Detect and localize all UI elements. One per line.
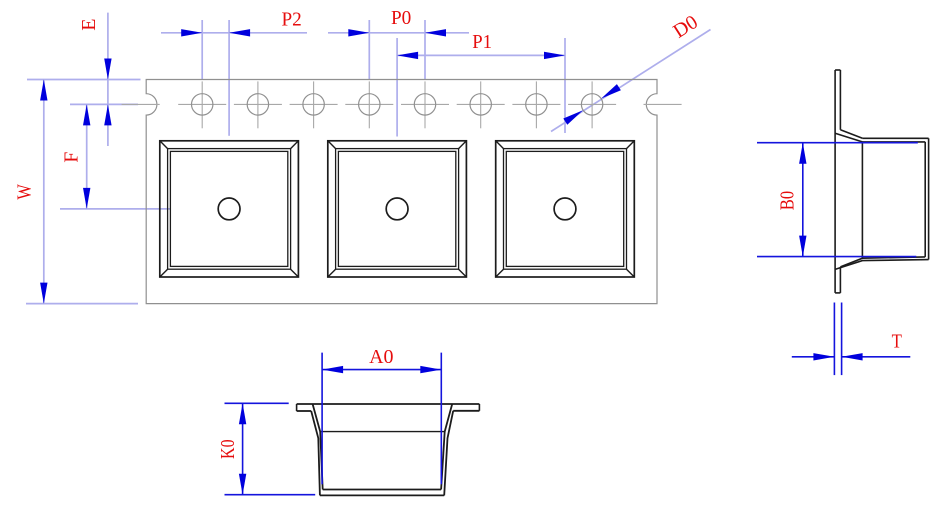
svg-text:P2: P2 <box>281 8 301 30</box>
svg-text:P0: P0 <box>391 7 411 29</box>
svg-text:E: E <box>78 18 100 30</box>
svg-text:B0: B0 <box>777 191 799 210</box>
svg-text:P1: P1 <box>472 31 492 53</box>
svg-text:K0: K0 <box>217 439 239 459</box>
svg-text:A0: A0 <box>369 346 393 368</box>
svg-text:W: W <box>13 183 35 199</box>
svg-text:F: F <box>61 152 83 163</box>
svg-text:T: T <box>892 330 902 352</box>
